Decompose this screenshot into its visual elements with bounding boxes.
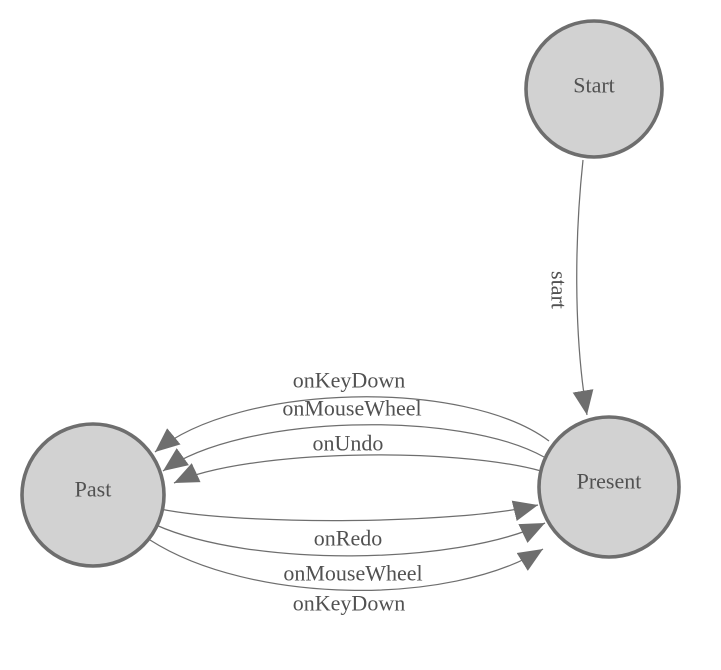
edge-onkeydown-to-present (149, 539, 544, 591)
state-node-present (537, 415, 681, 559)
edge-label-group: start onKeyDown onMouseWheel onUndo onRe… (282, 271, 571, 615)
node-label-present: Present (577, 469, 642, 494)
edge-onredo-to-present (159, 500, 539, 522)
edge-label-onmousewheel-to-past: onMouseWheel (282, 396, 421, 421)
state-node-past (20, 422, 166, 568)
edge-label-onredo-to-present: onRedo (314, 526, 382, 551)
node-group: Start Past Present (20, 19, 681, 568)
edge-onundo-to-past (173, 454, 542, 484)
edge-label-onkeydown-to-present: onKeyDown (293, 591, 405, 616)
edge-label-onkeydown-to-past: onKeyDown (293, 368, 405, 393)
edge-onmousewheel-to-present (155, 522, 546, 557)
edge-onmousewheel-to-past (162, 424, 545, 472)
edge-label-onmousewheel-to-present: onMouseWheel (283, 561, 422, 586)
state-node-start (524, 19, 664, 159)
edge-label-onundo-to-past: onUndo (313, 431, 384, 456)
edge-group (149, 159, 594, 591)
node-label-start: Start (573, 73, 615, 98)
edge-start-to-present (572, 159, 594, 416)
node-label-past: Past (75, 477, 112, 502)
edge-onkeydown-to-past (154, 396, 550, 453)
edge-label-start: start (547, 271, 572, 309)
